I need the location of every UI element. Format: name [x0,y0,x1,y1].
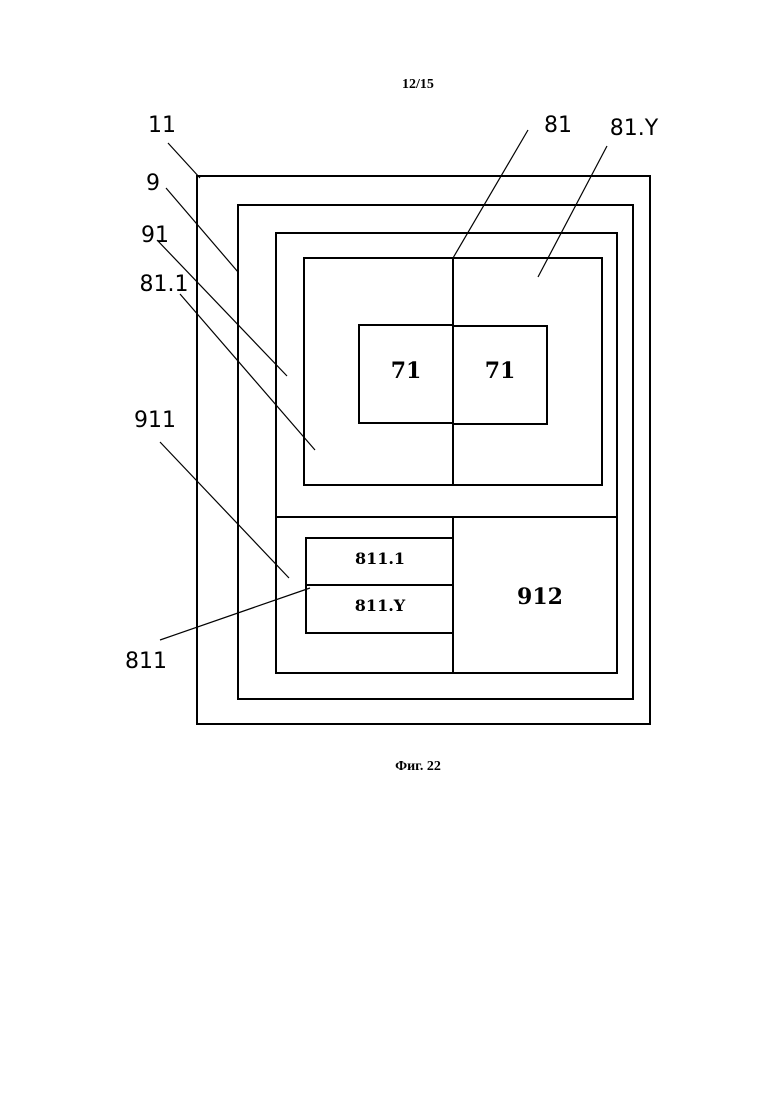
callout-11: 11 [148,113,176,138]
callout-911: 911 [134,408,176,433]
label-811-Y: 811.Y [355,596,406,615]
box-911-912 [276,517,617,673]
label-912: 912 [517,584,563,610]
leader-81-1 [180,294,315,450]
leader-91 [157,240,287,376]
leader-81 [453,130,528,258]
figure-caption: Фиг. 22 [395,759,441,774]
callout-81-Y: 81.Y [610,116,659,141]
callout-9: 9 [146,171,160,196]
box-9 [238,205,633,699]
label-71-right: 71 [485,358,516,384]
leader-11 [168,143,200,178]
callout-811: 811 [125,649,167,674]
box-91 [276,233,617,517]
leader-811 [160,588,310,640]
page-number: 12/15 [402,77,434,92]
callout-91: 91 [141,223,169,248]
label-71-left: 71 [391,358,422,384]
callout-81-1: 81.1 [140,272,189,297]
label-811-1: 811.1 [355,549,405,568]
callout-81: 81 [544,113,572,138]
leader-911 [160,442,289,578]
leader-9 [166,188,238,272]
